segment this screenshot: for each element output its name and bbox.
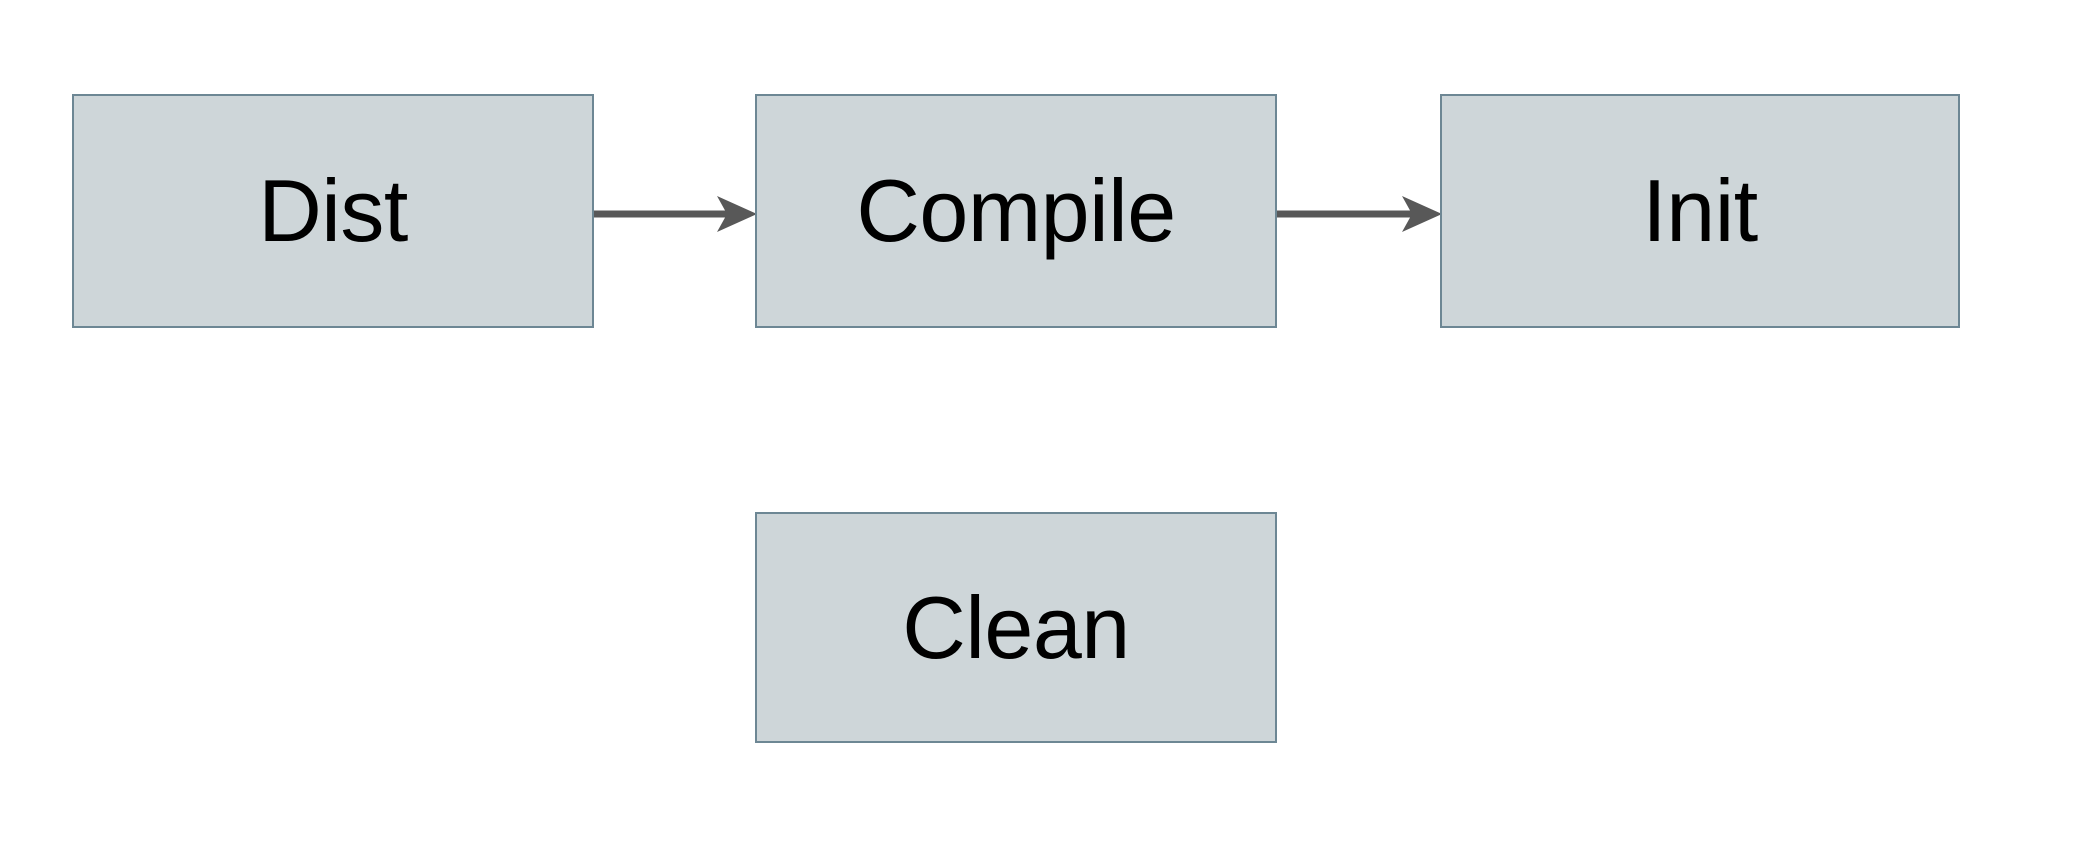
edge-dist-to-compile[interactable] bbox=[594, 193, 758, 235]
arrow-right-icon bbox=[594, 196, 757, 232]
node-clean[interactable]: Clean bbox=[755, 512, 1277, 743]
node-clean-label: Clean bbox=[902, 577, 1130, 677]
node-dist-label: Dist bbox=[258, 161, 408, 260]
node-init-label: Init bbox=[1642, 161, 1758, 260]
edge-compile-to-init[interactable] bbox=[1277, 193, 1443, 235]
node-init[interactable]: Init bbox=[1440, 94, 1960, 328]
node-dist[interactable]: Dist bbox=[72, 94, 594, 328]
arrow-right-icon bbox=[1277, 196, 1442, 232]
node-compile-label: Compile bbox=[856, 161, 1176, 260]
node-compile[interactable]: Compile bbox=[755, 94, 1277, 328]
